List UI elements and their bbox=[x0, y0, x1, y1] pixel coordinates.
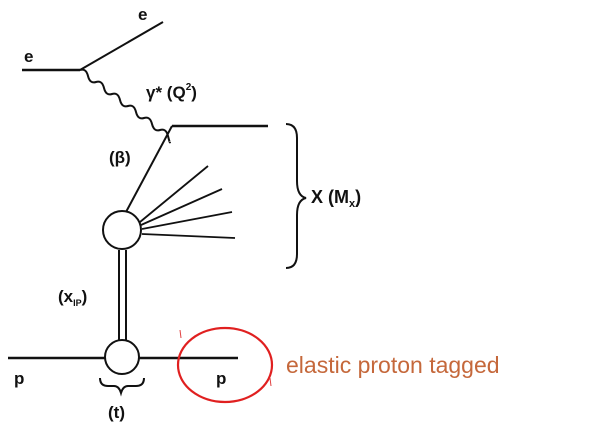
crop-mark bbox=[179, 329, 182, 339]
beta-label: (β) bbox=[109, 148, 131, 167]
x-brace bbox=[285, 123, 307, 269]
hadron-line bbox=[141, 233, 236, 239]
outgoing-electron-line bbox=[79, 21, 164, 71]
beta-line bbox=[125, 125, 173, 213]
elastic-proton-tagged-text: elastic proton tagged bbox=[286, 352, 500, 378]
outgoing-electron-label: e bbox=[138, 5, 147, 24]
hadron-line bbox=[140, 188, 223, 226]
proton-vertex-blob bbox=[104, 339, 140, 375]
t-label: (t) bbox=[108, 403, 125, 422]
hadron-line bbox=[141, 211, 233, 230]
outgoing-proton-label: p bbox=[216, 369, 226, 388]
tag-annotation-circle bbox=[176, 326, 274, 404]
incoming-electron-label: e bbox=[24, 47, 33, 66]
hadron-line bbox=[139, 165, 209, 223]
incoming-proton-label: p bbox=[14, 369, 24, 388]
crop-mark bbox=[269, 377, 272, 387]
x-system-label: X (Mx) bbox=[311, 187, 361, 210]
t-brace bbox=[99, 377, 145, 397]
xpom-label: (xIP) bbox=[58, 287, 87, 308]
virtual-photon-line bbox=[79, 68, 171, 144]
photon-label: γ* (Q2) bbox=[146, 82, 197, 102]
pomeron-blob bbox=[102, 210, 142, 250]
